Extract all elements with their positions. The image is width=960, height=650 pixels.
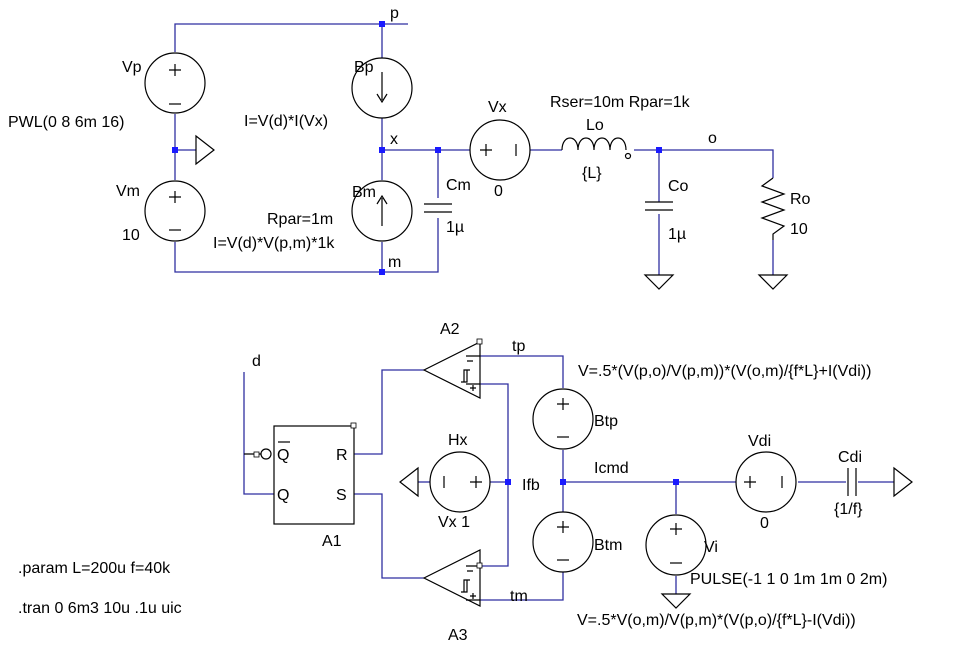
vx-value-label: 0 (494, 183, 503, 200)
ground-icon (757, 274, 789, 290)
btm-expression-label: V=.5*V(o,m)/V(p,m)*(V(p,o)/{f*L}-I(Vdi)) (577, 612, 856, 629)
vp-value-label: PWL(0 8 6m 16) (8, 114, 124, 131)
hx-name-label: Hx (448, 432, 468, 449)
vm-value-label: 10 (122, 227, 140, 244)
cm-value-label: 1µ (446, 219, 464, 236)
lo-value-label: {L} (582, 165, 602, 182)
ground-icon (660, 593, 692, 609)
net-label-tp: tp (512, 338, 525, 355)
bm-name-label: Bm (352, 184, 376, 201)
inductor-lo[interactable] (561, 137, 632, 160)
voltage-source-vm[interactable] (144, 180, 206, 242)
resistor-ro[interactable] (760, 177, 786, 240)
bp-expression-label: I=V(d)*I(Vx) (244, 113, 328, 130)
btm-name-label: Btm (594, 537, 622, 554)
net-label-m: m (388, 254, 401, 271)
param-directive[interactable]: .param L=200u f=40k (18, 560, 171, 577)
a3-name-label: A3 (448, 627, 468, 644)
junction-ifb (505, 479, 511, 485)
cdi-name-label: Cdi (838, 449, 862, 466)
current-source-bm[interactable] (351, 180, 413, 242)
net-label-ifb: Ifb (522, 477, 540, 494)
hx-value-label: Vx 1 (438, 514, 470, 531)
voltage-source-vdi[interactable] (735, 451, 797, 513)
cm-name-label: Cm (446, 177, 471, 194)
junction-p (379, 21, 385, 27)
lo-name-label: Lo (586, 117, 604, 134)
junction-vp-vm (172, 147, 178, 153)
a1-r-label: R (336, 447, 348, 464)
bm-expression-label: I=V(d)*V(p,m)*1k (213, 235, 335, 252)
ground-flag-icon (399, 466, 419, 498)
ccvs-hx[interactable] (429, 451, 491, 513)
net-label-tm: tm (510, 588, 528, 605)
junction-cm (435, 147, 441, 153)
a1-s-label: S (336, 487, 347, 504)
a2-name-label: A2 (440, 321, 460, 338)
net-label-x: x (390, 131, 398, 148)
vi-value-label: PULSE(-1 1 0 1m 1m 0 2m) (690, 571, 887, 588)
junction-m (379, 269, 385, 275)
vi-name-label: Vi (704, 539, 718, 556)
wires (174, 23, 894, 601)
a1-qbar-label: Q (277, 447, 289, 464)
net-label-p: p (390, 5, 399, 22)
a1-name-label: A1 (322, 533, 342, 550)
a1-q-label: Q (277, 487, 289, 504)
junction-x (379, 147, 385, 153)
voltage-source-btm[interactable] (532, 511, 594, 573)
btp-expression-label: V=.5*(V(p,o)/V(p,m))*(V(o,m)/{f*L}+I(Vdi… (578, 363, 871, 380)
ro-value-label: 10 (790, 221, 808, 238)
tran-directive[interactable]: .tran 0 6m3 10u .1u uic (18, 600, 182, 617)
net-label-o: o (708, 130, 717, 147)
junction-dots (172, 21, 679, 485)
btp-name-label: Btp (594, 413, 618, 430)
vm-name-label: Vm (116, 183, 140, 200)
comparator-a3[interactable] (422, 549, 483, 607)
voltage-source-btp[interactable] (532, 388, 594, 450)
junction-o (656, 147, 662, 153)
bp-name-label: Bp (354, 59, 374, 76)
junction-vi (673, 479, 679, 485)
vx-name-label: Vx (488, 99, 507, 116)
capacitor-cm[interactable] (424, 203, 452, 213)
voltage-source-vx[interactable] (469, 119, 531, 181)
capacitor-co[interactable] (645, 201, 673, 211)
ground-icon (643, 274, 675, 290)
voltage-source-vi[interactable] (645, 514, 707, 576)
junction-icmd (560, 479, 566, 485)
comparator-a2[interactable] (422, 338, 483, 399)
ground-flag-icon (195, 134, 215, 166)
co-name-label: Co (668, 178, 689, 195)
cdi-value-label: {1/f} (834, 501, 863, 518)
net-label-d: d (252, 353, 261, 370)
flip-flop-a1[interactable] (244, 422, 357, 525)
bm-rpar-label: Rpar=1m (267, 211, 333, 228)
vdi-name-label: Vdi (748, 433, 771, 450)
ground-flag-icon (893, 466, 913, 498)
ro-name-label: Ro (790, 191, 811, 208)
net-label-icmd: Icmd (594, 460, 629, 477)
current-source-bp[interactable] (351, 57, 413, 119)
capacitor-cdi[interactable] (847, 468, 857, 496)
co-value-label: 1µ (668, 226, 686, 243)
vdi-value-label: 0 (760, 515, 769, 532)
voltage-source-vp[interactable] (144, 52, 206, 114)
vp-name-label: Vp (122, 59, 142, 76)
lo-params-label: Rser=10m Rpar=1k (550, 94, 691, 111)
